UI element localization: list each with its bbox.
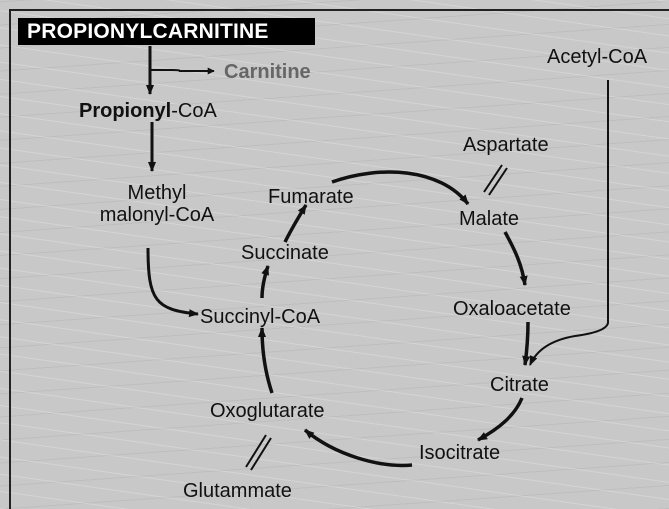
node-succinyl-coa: Succinyl-CoA <box>200 306 321 328</box>
node-fumarate: Fumarate <box>268 186 354 208</box>
node-glutammate: Glutammate <box>183 480 292 502</box>
propionyl-bold-part: Propionyl <box>79 100 172 122</box>
node-succinate: Succinate <box>241 242 329 264</box>
arc-isocitrate-to-oxoglutarate <box>303 428 413 468</box>
arrow-methyl-to-succinyl <box>146 247 199 318</box>
node-citrate: Citrate <box>490 374 549 396</box>
node-oxoglutarate: Oxoglutarate <box>210 400 325 422</box>
methyl-line-1: Methyl <box>127 182 187 204</box>
arc-fumarate-to-malate <box>331 170 470 206</box>
node-malate: Malate <box>459 208 520 230</box>
node-methylmalonyl-coa: Methyl malonyl-CoA <box>85 182 229 226</box>
arc-succinate-to-fumarate <box>283 204 308 243</box>
node-propionyl-coa: Propionyl-CoA <box>79 100 217 122</box>
arrow-branch-to-carnitine <box>150 67 215 75</box>
arc-oxoglutarate-to-succinyl <box>258 327 274 394</box>
node-aspartate: Aspartate <box>463 134 549 156</box>
node-oxaloacetate: Oxaloacetate <box>453 298 571 320</box>
equilibrium-glutammate-oxoglutarate <box>245 434 272 471</box>
arc-succinyl-to-succinate <box>260 265 270 299</box>
propionyl-coa-suffix: -CoA <box>171 100 217 122</box>
arc-malate-to-oxaloacetate <box>503 231 528 286</box>
node-acetyl-coa: Acetyl-CoA <box>547 46 648 68</box>
arc-oxaloacetate-to-citrate <box>522 321 531 366</box>
page-title: PROPIONYLCARNITINE <box>18 18 315 45</box>
equilibrium-aspartate-malate <box>483 164 508 196</box>
methyl-line-2: malonyl-CoA <box>99 204 215 226</box>
arc-citrate-to-isocitrate <box>477 397 524 442</box>
node-carnitine: Carnitine <box>224 61 311 83</box>
arrow-acetyl-to-citrate <box>529 80 609 366</box>
node-isocitrate: Isocitrate <box>419 442 501 464</box>
